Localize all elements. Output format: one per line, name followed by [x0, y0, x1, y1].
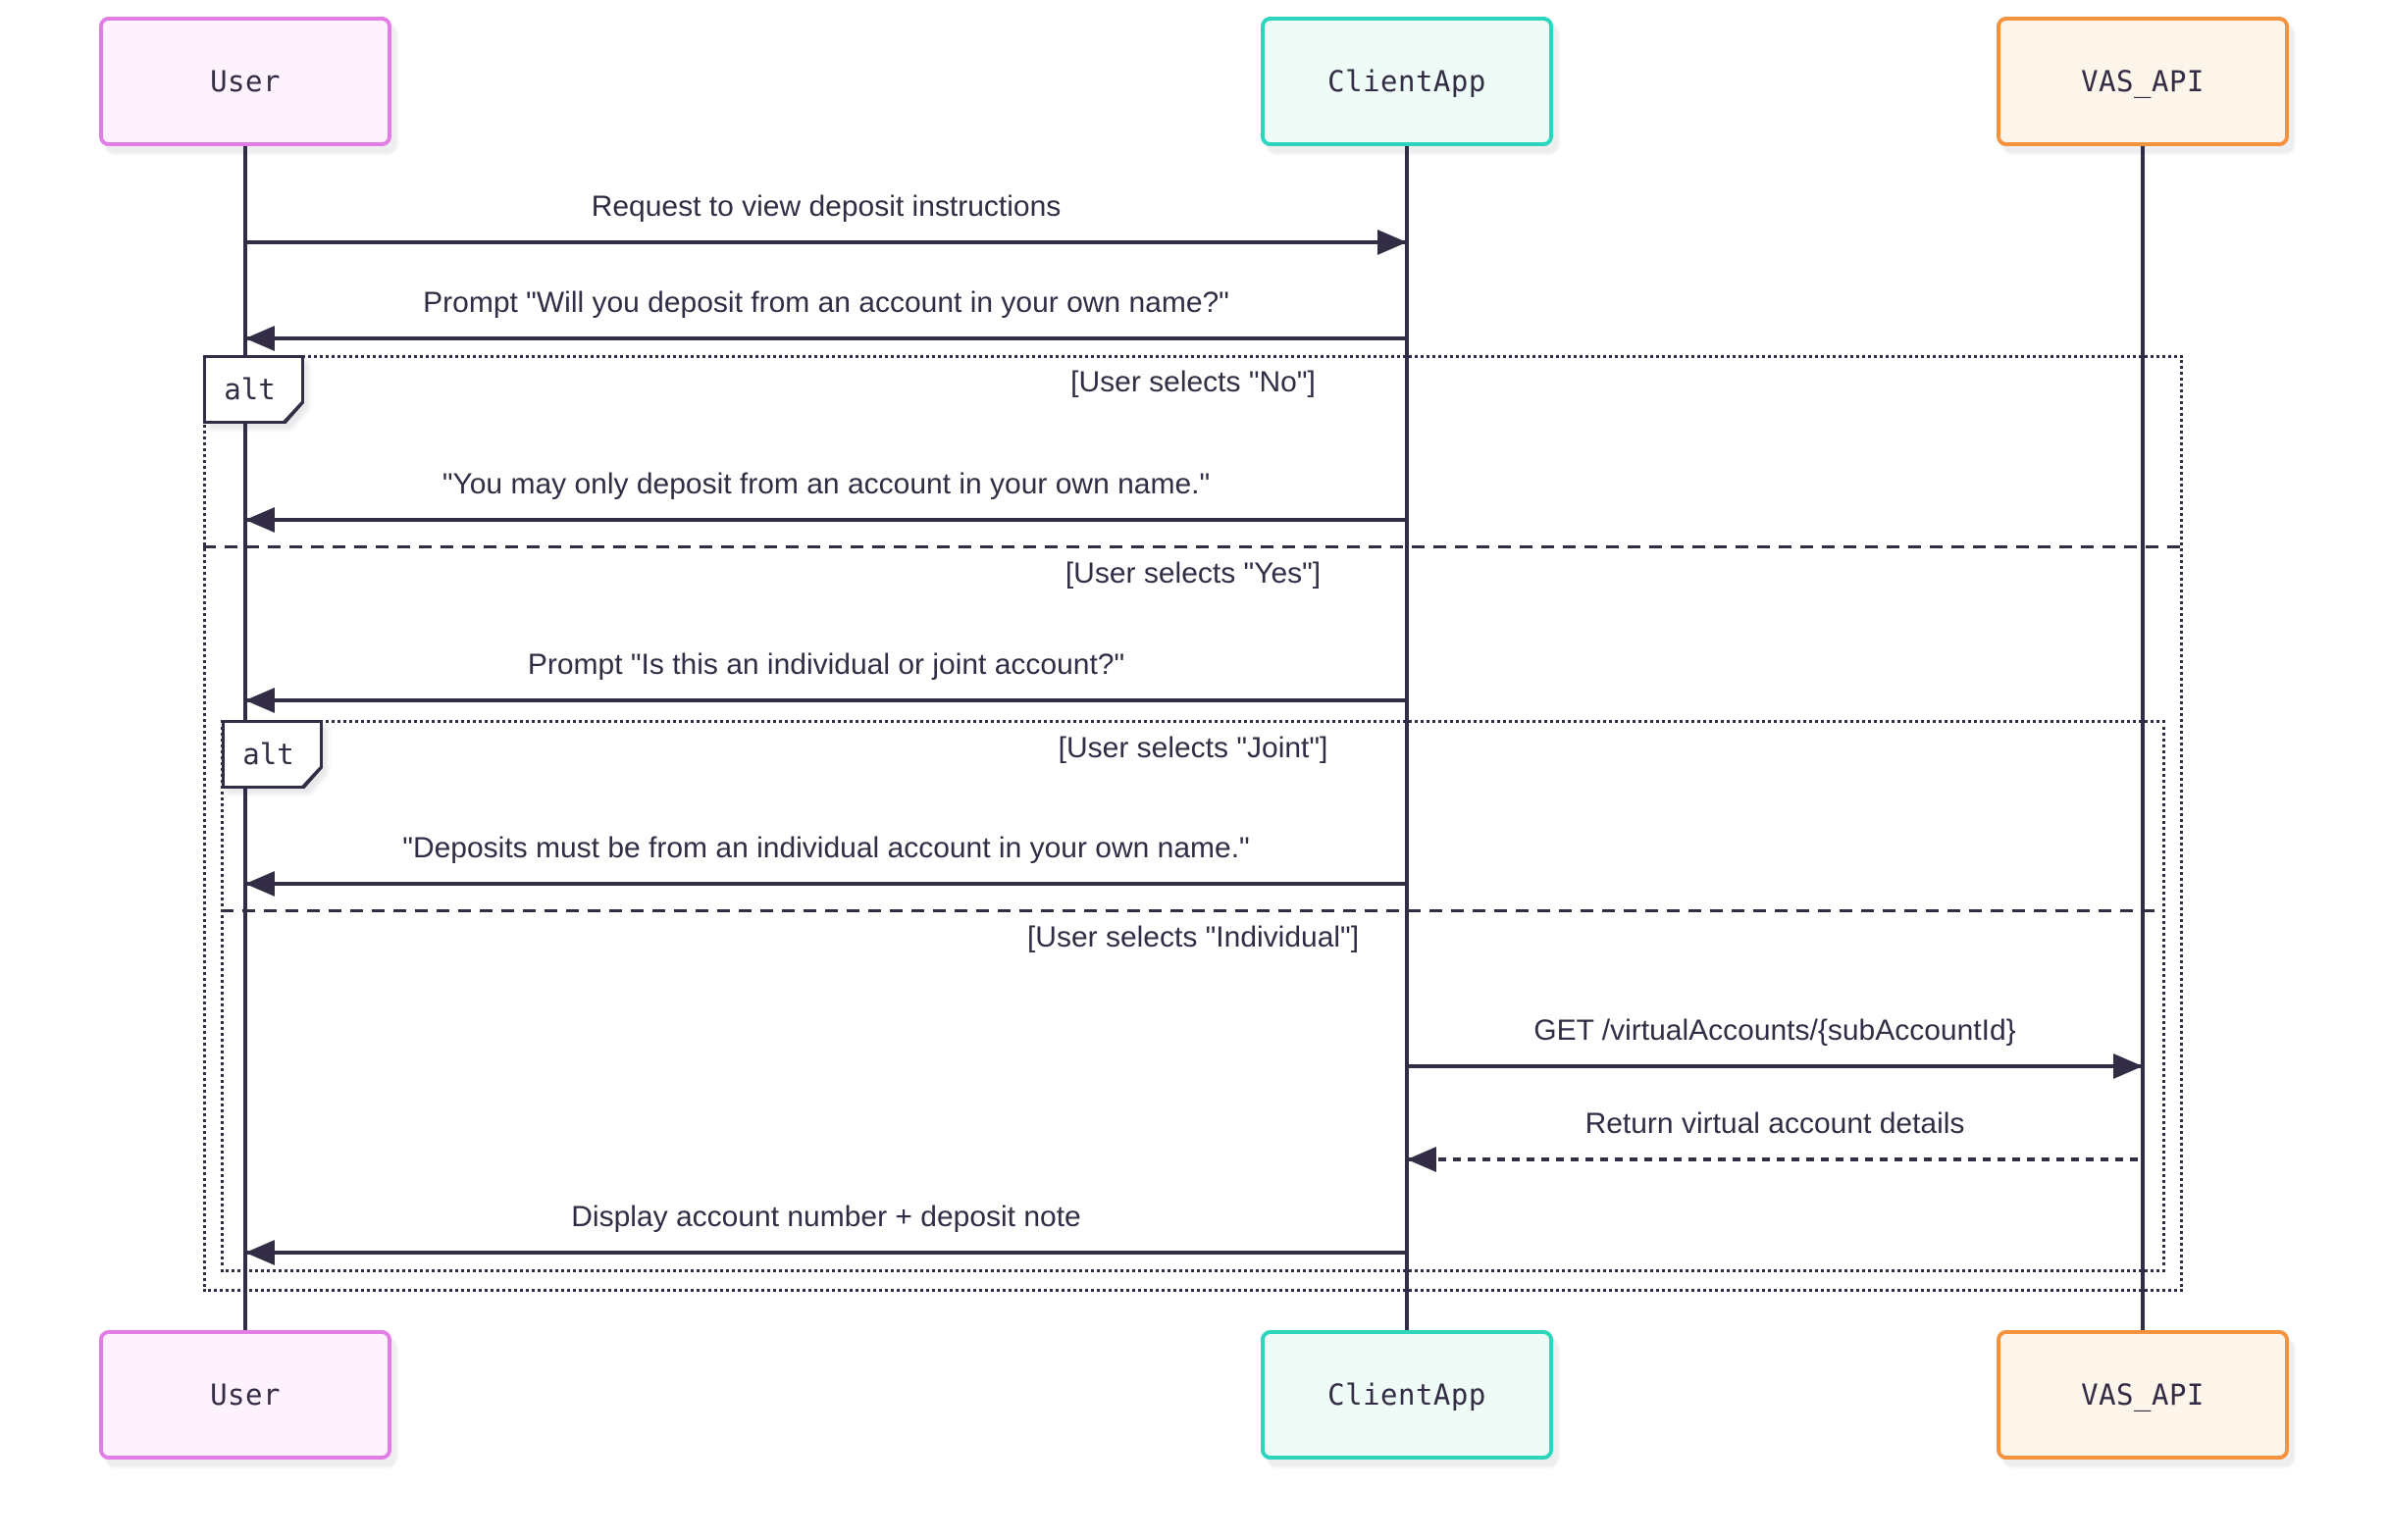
message-prompt-own-name: Prompt "Will you deposit from an account… — [245, 283, 1407, 354]
arrowhead-right-icon — [2113, 1053, 2143, 1079]
message-text: "You may only deposit from an account in… — [441, 468, 1211, 500]
arrowhead-left-icon — [245, 871, 275, 897]
alt-condition-label: [User selects "Joint"] — [1058, 732, 1328, 764]
message-line — [247, 336, 1405, 340]
alt-frame-outer — [203, 355, 2183, 1292]
actor-box-clientapp-bottom: ClientApp — [1261, 1330, 1553, 1460]
message-prompt-individual-or-joint: Prompt "Is this an individual or joint a… — [245, 645, 1407, 716]
alt-label-fill — [225, 723, 320, 786]
message-line — [247, 698, 1405, 702]
alt-condition-label: [User selects "Individual"] — [1026, 921, 1360, 953]
alt-label-inner-frame: alt — [222, 720, 323, 789]
alt-label-text: alt — [224, 373, 276, 406]
alt-condition-label: [User selects "No"] — [1070, 366, 1316, 398]
message-line — [247, 882, 1405, 886]
message-request-deposit-instructions: Request to view deposit instructions — [245, 187, 1407, 258]
actor-box-clientapp-top: ClientApp — [1261, 17, 1553, 146]
message-text: GET /virtualAccounts/{subAccountId} — [1533, 1014, 2016, 1047]
message-text: Display account number + deposit note — [571, 1201, 1081, 1233]
message-get-virtual-accounts: GET /virtualAccounts/{subAccountId} — [1407, 1011, 2143, 1082]
lifeline-clientapp — [1405, 146, 1409, 1330]
alt-frame-inner — [221, 720, 2165, 1272]
message-text: "Deposits must be from an individual acc… — [402, 832, 1250, 864]
arrowhead-right-icon — [1377, 230, 1407, 255]
message-text: Return virtual account details — [1584, 1107, 1965, 1140]
message-deposits-individual-only: "Deposits must be from an individual acc… — [245, 829, 1407, 899]
message-line — [247, 1251, 1405, 1255]
arrowhead-left-icon — [245, 326, 275, 351]
actor-box-user-top: User — [99, 17, 391, 146]
message-return-virtual-account-details: Return virtual account details — [1407, 1104, 2143, 1175]
actor-box-vas-api-top: VAS_API — [1997, 17, 2289, 146]
arrowhead-left-icon — [1407, 1147, 1436, 1172]
message-line — [247, 240, 1405, 244]
actor-box-user-bottom: User — [99, 1330, 391, 1460]
lifeline-vas-api — [2141, 146, 2145, 1330]
message-text: Prompt "Will you deposit from an account… — [423, 286, 1229, 319]
arrowhead-left-icon — [245, 507, 275, 533]
alt-label-fill — [206, 358, 301, 421]
message-line — [1409, 1064, 2141, 1068]
alt-frame-inner-divider — [221, 909, 2165, 912]
message-text: Request to view deposit instructions — [591, 190, 1062, 223]
actor-box-vas-api-bottom: VAS_API — [1997, 1330, 2289, 1460]
message-only-own-name: "You may only deposit from an account in… — [245, 465, 1407, 536]
arrowhead-left-icon — [245, 688, 275, 713]
message-line-dashed — [1409, 1157, 2141, 1161]
arrowhead-left-icon — [245, 1240, 275, 1265]
message-text: Prompt "Is this an individual or joint a… — [527, 648, 1125, 681]
alt-condition-label: [User selects "Yes"] — [1064, 557, 1322, 590]
alt-label-text: alt — [242, 738, 294, 771]
alt-frame-outer-divider — [203, 545, 2183, 548]
message-display-account-number: Display account number + deposit note — [245, 1198, 1407, 1268]
alt-label-outer: alt — [203, 355, 304, 424]
message-line — [247, 518, 1405, 522]
